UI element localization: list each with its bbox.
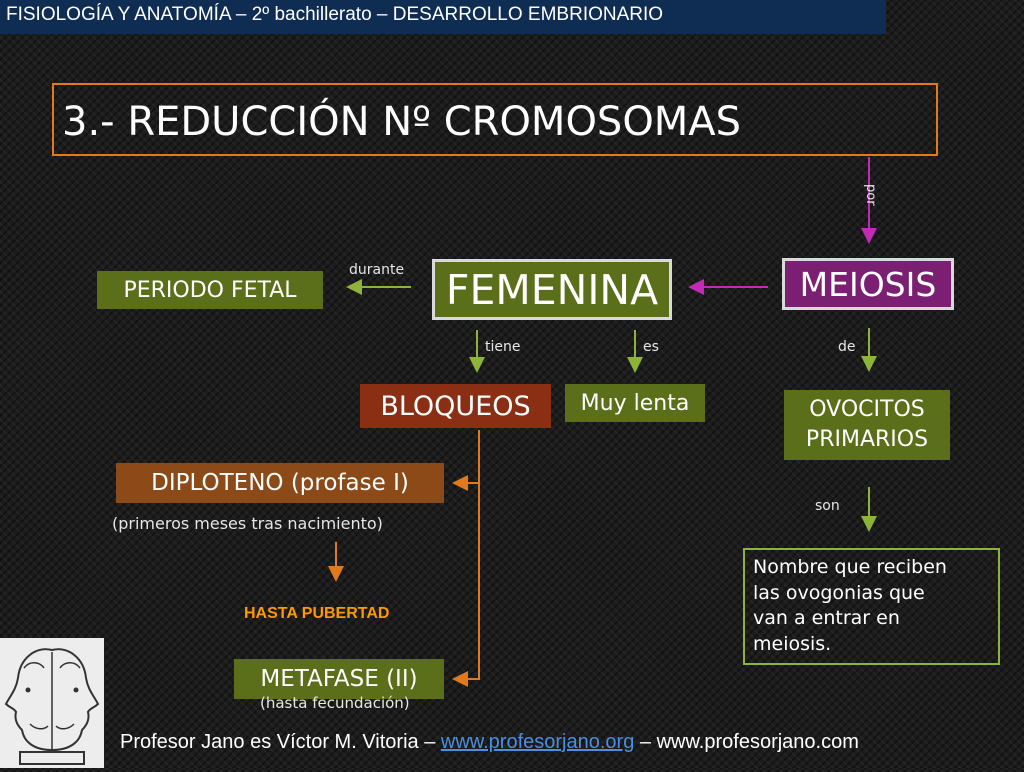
link-label-tiene: tiene xyxy=(485,339,521,355)
node-femenina: FEMENINA xyxy=(432,259,672,320)
note-primeros-meses: (primeros meses tras nacimiento) xyxy=(112,514,383,533)
node-bloqueos: BLOQUEOS xyxy=(360,384,551,428)
slide-footer: Profesor Jano es Víctor M. Vitoria – www… xyxy=(120,731,859,754)
janus-head-icon xyxy=(0,638,104,768)
definition-box: Nombre que reciben las ovogonias que van… xyxy=(743,548,1000,665)
node-meiosis: MEIOSIS xyxy=(782,258,954,310)
link-label-durante: durante xyxy=(349,262,405,278)
ovocitos-line-2: PRIMARIOS xyxy=(805,427,929,452)
footer-suffix: www.profesorjano.com xyxy=(656,731,859,753)
node-muy-lenta: Muy lenta xyxy=(565,384,705,422)
link-label-por: por xyxy=(863,184,878,206)
node-diploteno: DIPLOTENO (profase I) xyxy=(116,463,444,503)
arrow-bloqueos-metafase xyxy=(452,483,480,687)
footer-link[interactable]: www.profesorjano.org xyxy=(440,731,635,753)
link-label-es: es xyxy=(643,339,659,355)
node-ovocitos-primarios: OVOCITOS PRIMARIOS xyxy=(784,390,950,460)
ovocitos-line-1: OVOCITOS xyxy=(809,397,925,423)
link-label-son: son xyxy=(815,498,840,514)
footer-middle: – xyxy=(634,731,657,753)
footer-prefix: Profesor Jano es Víctor M. Vitoria – xyxy=(120,731,441,753)
note-hasta-pubertad: HASTA PUBERTAD xyxy=(244,605,390,622)
arrow-bloqueos-diploteno xyxy=(452,430,480,491)
note-hasta-fecundacion: (hasta fecundación) xyxy=(260,694,410,712)
link-label-de: de xyxy=(838,339,856,355)
slide-header: FISIOLOGÍA Y ANATOMÍA – 2º bachillerato … xyxy=(0,0,886,34)
node-metafase: METAFASE (II) xyxy=(234,659,444,699)
node-periodo-fetal: PERIODO FETAL xyxy=(97,271,323,309)
slide-title: 3.- REDUCCIÓN Nº CROMOSOMAS xyxy=(52,83,938,156)
